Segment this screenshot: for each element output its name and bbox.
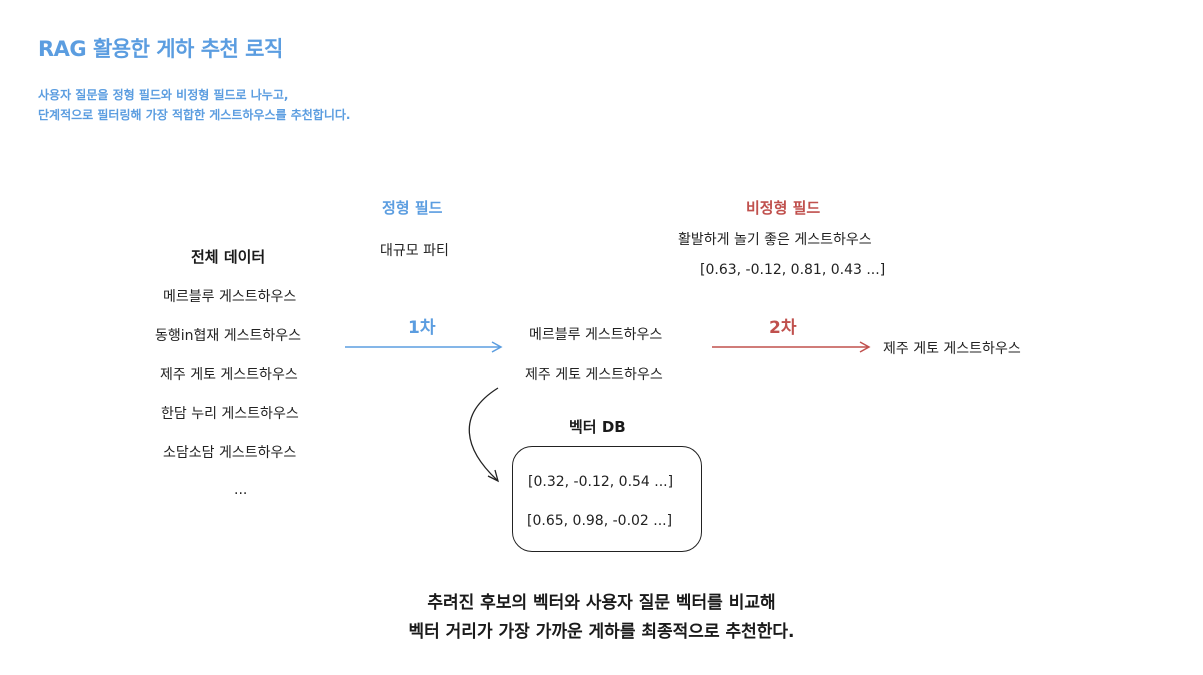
- structured-field-label: 정형 필드: [382, 199, 443, 217]
- vector-db-label: 벡터 DB: [569, 418, 626, 436]
- query-vector: [0.63, -0.12, 0.81, 0.43 ...]: [700, 262, 886, 278]
- candidate-item: 제주 게토 게스트하우스: [525, 367, 663, 383]
- list-item: 소담소담 게스트하우스: [163, 445, 297, 461]
- page-title: RAG 활용한 게하 추천 로직: [38, 37, 283, 61]
- subtitle-line: 사용자 질문을 정형 필드와 비정형 필드로 나누고,: [38, 88, 289, 102]
- unstructured-query: 활발하게 놀기 좋은 게스트하우스: [678, 232, 872, 248]
- list-item-ellipsis: ...: [234, 482, 248, 498]
- step-2-label: 2차: [769, 318, 797, 338]
- result-item: 제주 게토 게스트하우스: [883, 341, 1021, 357]
- list-item: 한담 누리 게스트하우스: [161, 406, 299, 422]
- step-1-label: 1차: [408, 318, 436, 338]
- arrow-step-1: [345, 341, 503, 353]
- list-item: 메르블루 게스트하우스: [163, 289, 297, 305]
- conclusion-line: 벡터 거리가 가장 가까운 게하를 최종적으로 추천한다.: [408, 622, 795, 642]
- subtitle-line: 단계적으로 필터링해 가장 적합한 게스트하우스를 추천합니다.: [38, 108, 351, 122]
- candidate-item: 메르블루 게스트하우스: [529, 327, 663, 343]
- vector-db-row: [0.32, -0.12, 0.54 ...]: [528, 474, 674, 490]
- structured-query: 대규모 파티: [380, 243, 449, 259]
- conclusion-line: 추려진 후보의 벡터와 사용자 질문 벡터를 비교해: [427, 593, 776, 613]
- vector-db-row: [0.65, 0.98, -0.02 ...]: [527, 513, 673, 529]
- arrow-step-2: [712, 341, 871, 353]
- page-subtitle: 사용자 질문을 정형 필드와 비정형 필드로 나누고, 단계적으로 필터링해 가…: [38, 85, 351, 125]
- list-item: 동행in협재 게스트하우스: [155, 328, 302, 344]
- list-item: 제주 게토 게스트하우스: [160, 367, 298, 383]
- all-data-label: 전체 데이터: [191, 248, 266, 266]
- arrow-to-vector-db: [468, 387, 500, 483]
- vector-db-box: [512, 446, 702, 552]
- unstructured-field-label: 비정형 필드: [746, 199, 821, 217]
